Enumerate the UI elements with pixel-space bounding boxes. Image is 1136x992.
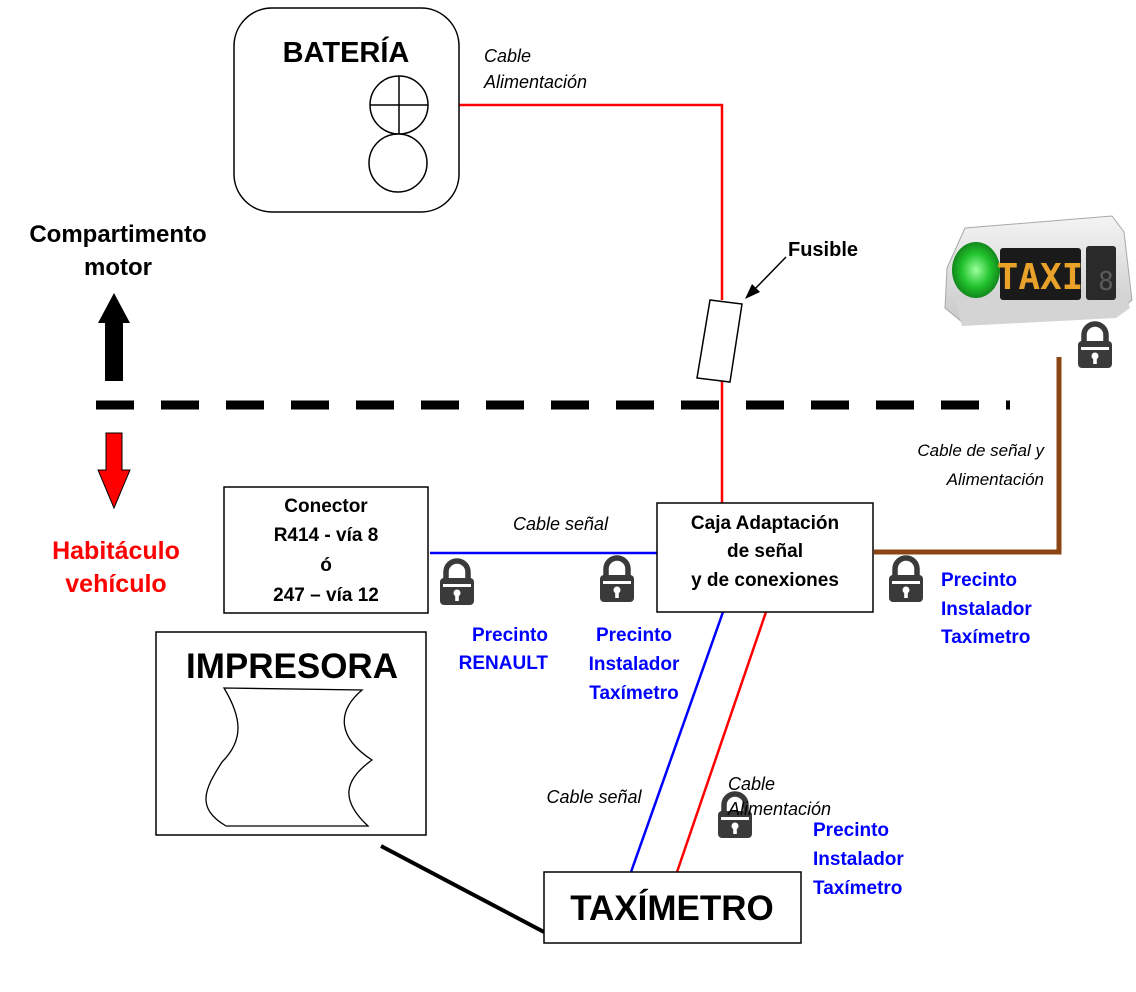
engine-zone-label-1: Compartimento <box>29 221 206 248</box>
connector-cable-label: Cable señal <box>513 514 609 534</box>
taximeter-box <box>543 871 802 944</box>
taxi-light-cable <box>874 357 1062 555</box>
taxi-light-icon: 8 <box>944 215 1133 326</box>
meter-power-cable-label-1: Cable <box>728 774 775 794</box>
fuse-pointer-icon <box>745 256 787 299</box>
printer-title: IMPRESORA <box>186 647 398 686</box>
taxi-light-seal-lock-icon <box>1078 324 1112 368</box>
connector-label-2: R414 - vía 8 <box>274 525 379 546</box>
engine-zone-label-2: motor <box>84 254 152 281</box>
connector-label-3: ó <box>320 555 332 576</box>
battery-negative-terminal-icon <box>368 133 428 193</box>
adapter-seal-label-1: Precinto <box>596 625 672 646</box>
svg-text:8: 8 <box>1098 267 1114 297</box>
adapter-label-3: y de conexiones <box>691 570 839 591</box>
taximeter-seal-label-1: Precinto <box>813 820 889 841</box>
adapter-label-1: Caja Adaptación <box>691 513 839 534</box>
adapter-seal-label-3: Taxímetro <box>589 683 678 704</box>
meter-signal-cable <box>629 611 725 873</box>
connector-box <box>223 486 429 614</box>
adapter-box <box>656 502 874 613</box>
printer-paper-icon <box>205 687 374 827</box>
printer-cable <box>380 844 545 934</box>
battery-title: BATERÍA <box>283 35 410 69</box>
adapter-right-seal-lock-icon <box>889 558 923 602</box>
taxi-light-cable-label-1: Cable de señal y <box>917 441 1045 460</box>
battery-positive-terminal-icon <box>369 75 429 135</box>
adapter-right-seal-label-3: Taxímetro <box>941 627 1030 648</box>
fuse-label: Fusible <box>788 239 858 261</box>
fuse-icon <box>696 299 743 383</box>
meter-power-cable <box>675 611 768 873</box>
battery-cable-label-2: Alimentación <box>483 72 587 92</box>
taxi-light-cable-label-2: Alimentación <box>946 470 1044 489</box>
adapter-right-seal-label-2: Instalador <box>941 599 1032 620</box>
renault-seal-label-2: RENAULT <box>459 653 549 674</box>
renault-seal-label-1: Precinto <box>472 625 548 646</box>
taxi-sign-text: TAXI <box>997 257 1084 298</box>
adapter-seal-lock-icon <box>600 558 634 602</box>
meter-signal-cable-label: Cable señal <box>546 787 642 807</box>
adapter-seal-label-2: Instalador <box>589 654 680 675</box>
connector-label-4: 247 – vía 12 <box>273 585 379 606</box>
taximeter-title: TAXÍMETRO <box>570 888 774 928</box>
battery-power-cable <box>430 103 724 300</box>
adapter-right-seal-label-1: Precinto <box>941 570 1017 591</box>
engine-arrow-icon <box>98 293 130 381</box>
meter-power-cable-label-2: Alimentación <box>727 799 831 819</box>
renault-seal-lock-icon <box>440 561 474 605</box>
battery-cable-label-1: Cable <box>484 46 531 66</box>
adapter-label-2: de señal <box>727 541 803 562</box>
cabin-zone-label-1: Habitáculo <box>52 537 180 565</box>
taximeter-seal-label-3: Taxímetro <box>813 878 902 899</box>
connector-label-1: Conector <box>284 496 368 517</box>
cabin-arrow-icon <box>97 432 131 510</box>
cabin-zone-label-2: vehículo <box>65 570 166 598</box>
taximeter-seal-label-2: Instalador <box>813 849 904 870</box>
